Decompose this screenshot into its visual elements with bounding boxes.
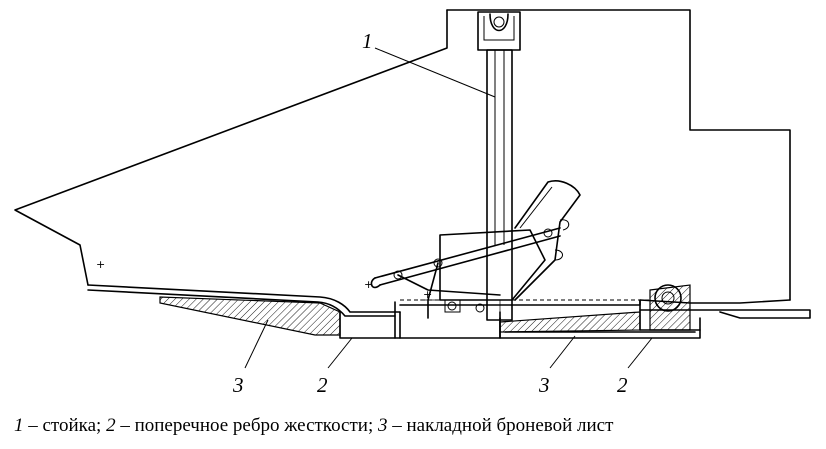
hull-outline [14,9,791,301]
label-2-left: 2 [317,373,328,397]
caption-num-3: 3 [377,415,388,436]
label-3-left: 3 [232,373,244,397]
leader-lines [244,47,653,369]
plus-mark: + [423,288,432,301]
technical-drawing: + + + 1 3 2 3 2 [14,9,811,397]
label-3-right: 3 [538,373,550,397]
caption-text-2: – поперечное ребро жесткости; [115,415,378,436]
caption-num-2: 2 [106,415,116,436]
label-2-right: 2 [617,373,628,397]
caption-text-3: – накладной броневой лист [387,415,614,436]
caption-num-1: 1 [14,415,24,436]
caption-text-1: – стойка; [23,415,107,436]
figure-caption: 1 – стойка; 2 – поперечное ребро жесткос… [14,415,814,437]
mechanism [370,180,581,319]
plus-mark: + [364,278,373,291]
plus-mark: + [96,258,105,271]
label-1: 1 [362,29,373,53]
hinge-joint [400,284,691,331]
armor-plates [159,296,641,336]
post-stoyka [477,11,521,321]
